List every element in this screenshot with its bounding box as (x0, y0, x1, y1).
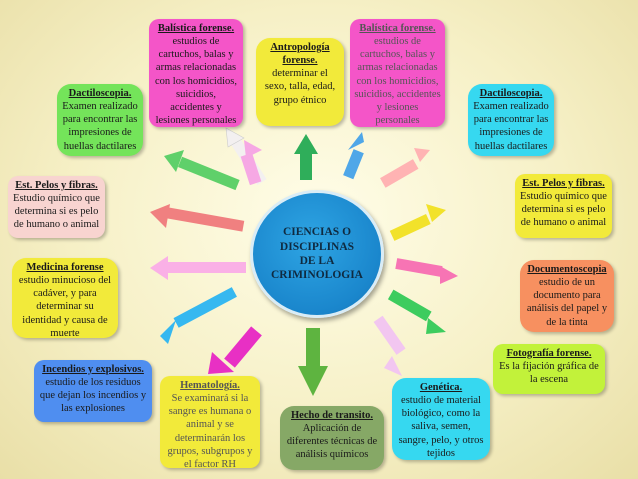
node-balistica-right: Balística forense. estudios de cartuchos… (350, 19, 445, 127)
node-body: estudio minucioso del cadáver, y para de… (18, 275, 112, 339)
node-body: Examen realizado para encontrar las impr… (473, 101, 549, 152)
node-title: Est. Pelos y fibras. (522, 178, 605, 189)
node-title: Documentoscopia (527, 264, 607, 275)
node-body: Se examinará si la sangre es humana o an… (167, 393, 253, 470)
node-title: Dactiloscopia. (479, 88, 543, 99)
node-body: estudios de cartuchos, balas y armas rel… (354, 36, 441, 126)
arrow-to-documentoscopia (395, 258, 458, 284)
node-title: Hematología. (180, 380, 240, 391)
arrow-to-dactiloscopia-right (380, 148, 430, 188)
arrow-to-pelos-right (389, 204, 446, 241)
node-title: Balística forense. (359, 23, 436, 34)
node-title: Medicina forense (26, 262, 104, 273)
node-dactiloscopia-right: Dactiloscopia. Examen realizado para enc… (468, 84, 554, 156)
node-genetica: Genética. estudio de material biológico,… (392, 378, 490, 460)
node-dactiloscopia-left: Dactiloscopia. Examen realizado para enc… (57, 84, 143, 156)
node-pelos-left: Est. Pelos y fibras. Estudio químico que… (8, 176, 105, 238)
arrow-to-incendios (160, 287, 237, 344)
node-title: Dactiloscopia. (68, 88, 132, 99)
arrow-to-genetica (373, 315, 406, 376)
node-body: estudio de material biológico, como la s… (398, 395, 484, 459)
arrow-to-fotografia (387, 289, 446, 334)
node-medicina: Medicina forense estudio minucioso del c… (12, 258, 118, 339)
node-body: estudio de un documento para análisis de… (526, 277, 608, 328)
node-body: Examen realizado para encontrar las impr… (62, 101, 138, 152)
arrow-to-antropologia (240, 140, 262, 186)
node-title: Hecho de transito. (291, 410, 373, 421)
node-transito: Hecho de transito. Aplicación de diferen… (280, 406, 384, 470)
node-body: Estudio químico que determina si es pelo… (520, 191, 607, 229)
node-title: Est. Pelos y fibras. (15, 180, 98, 191)
arrow-to-transito (298, 328, 328, 396)
node-title: Genética. (419, 382, 463, 393)
node-title: Balística forense. (157, 23, 235, 34)
arrow-to-balistica-right (343, 132, 364, 180)
arrow-to-medicina (150, 256, 246, 280)
center-text: CIENCIAS O DISCIPLINAS DE LA CRIMINOLOGI… (270, 226, 363, 282)
node-incendios: Incendios y explosivos. estudio de los r… (34, 360, 152, 422)
arrow-to-hematologia (208, 326, 262, 374)
node-body: estudio de los residuos que dejan los in… (39, 377, 147, 415)
node-pelos-right: Est. Pelos y fibras. Estudio químico que… (515, 174, 612, 238)
arrow-to-pelos-left (150, 204, 245, 232)
node-title: Incendios y explosivos. (42, 364, 144, 375)
node-title: Fotografía forense. (506, 348, 592, 359)
node-body: determinar el sexo, talla, edad, grupo é… (264, 68, 336, 106)
node-documentoscopia: Documentoscopia estudio de un documento … (520, 260, 614, 332)
node-balistica-left: Balística forense. estudios de cartuchos… (149, 19, 243, 127)
arrow-to-antropologia-green (294, 134, 318, 180)
center-topic: CIENCIAS O DISCIPLINAS DE LA CRIMINOLOGI… (250, 190, 384, 318)
node-fotografia: Fotografía forense. Es la fijación gráfi… (493, 344, 605, 394)
node-body: estudios de cartuchos, balas y armas rel… (155, 36, 237, 126)
node-hematologia: Hematología. Se examinará si la sangre e… (160, 376, 260, 470)
node-body: Es la fijación gráfica de la escena (499, 361, 599, 386)
node-antropologia: Antropología forense. determinar el sexo… (256, 38, 344, 126)
arrow-to-dactiloscopia-left (164, 150, 240, 191)
node-body: Estudio químico que determina si es pelo… (13, 193, 100, 231)
node-title: Antropología forense. (270, 42, 330, 67)
node-body: Aplicación de diferentes técnicas de aná… (286, 423, 378, 461)
